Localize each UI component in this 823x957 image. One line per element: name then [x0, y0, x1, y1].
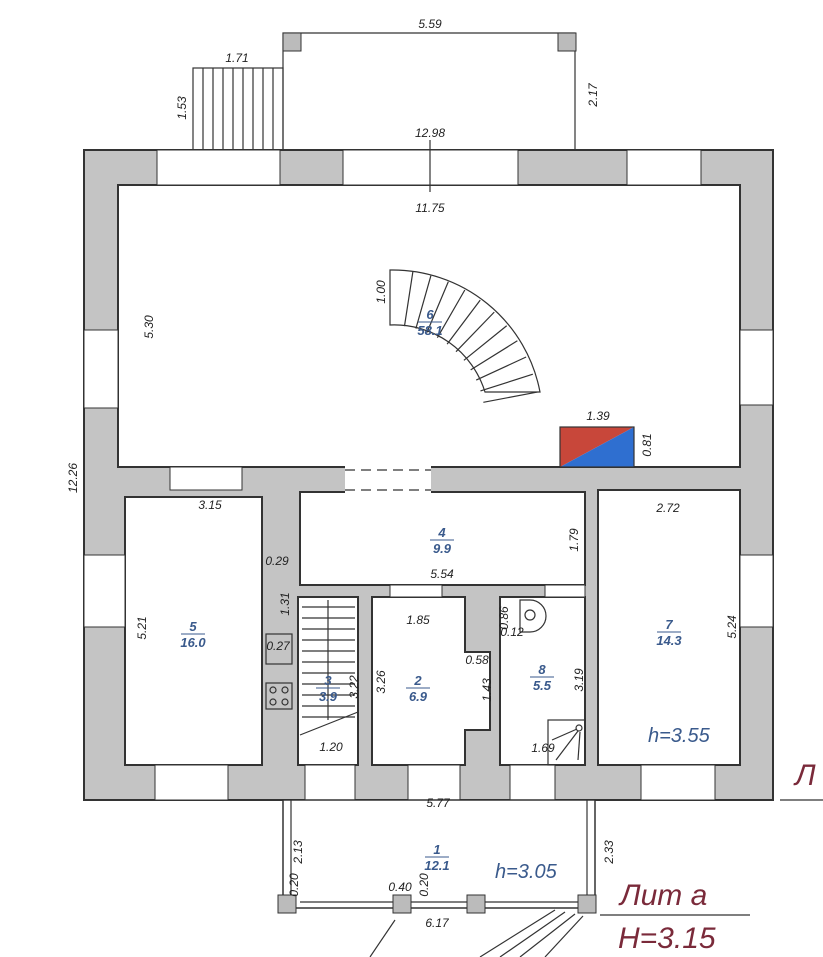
dim-020b: 0.20: [417, 873, 431, 897]
dim-terrace-width: 5.59: [418, 17, 442, 31]
room-number: 3: [324, 673, 332, 688]
dim-terrace-depth: 2.17: [586, 82, 600, 108]
toilet-icon: [519, 599, 547, 633]
room-number: 5: [189, 619, 197, 634]
dim-room2-height: 3.26: [374, 670, 388, 694]
room-label-8: 85.5: [530, 662, 554, 693]
dim-main-height: 5.30: [142, 315, 156, 339]
room-5: [124, 496, 263, 766]
dim-012: 0.12: [500, 625, 524, 639]
room-area: 5.5: [533, 678, 552, 693]
dim-room4-width: 5.54: [430, 567, 454, 581]
dim-fireplace-depth: 0.81: [640, 433, 654, 456]
room-labels: 658.1 49.9 516.0 714.3 33.9 26.9 85.5 112.1: [180, 307, 682, 873]
room-area: 3.9: [319, 689, 338, 704]
dim-room5-height: 5.21: [135, 616, 149, 639]
room-label-3: 33.9: [316, 673, 340, 704]
dimension-labels: 12.98 11.75 5.30 1.00 12.26 1.39 0.81 3.…: [66, 126, 739, 930]
room-7: [597, 489, 741, 766]
dim-058: 0.58: [465, 653, 489, 667]
room-area: 14.3: [656, 633, 682, 648]
dim-room7-width: 2.72: [655, 501, 680, 515]
dim-room8-width: 1.69: [531, 741, 555, 755]
litera-porch-title: Лит а: [618, 879, 707, 912]
room-area: 16.0: [180, 635, 206, 650]
litera-main: Л: [793, 759, 816, 792]
dim-020a: 0.20: [287, 873, 301, 897]
dim-room7-height: 5.24: [725, 615, 739, 639]
dim-fireplace-width: 1.39: [586, 409, 610, 423]
dim-inner-width: 11.75: [415, 201, 444, 215]
room-8: [499, 596, 586, 766]
shower-icon: [547, 719, 586, 766]
dim-steps-depth: 1.53: [175, 96, 189, 120]
room-area: 58.1: [417, 323, 442, 338]
sink-icon: [265, 633, 293, 665]
dim-086: 0.86: [497, 606, 511, 630]
dim-room8-height: 3.19: [572, 668, 586, 692]
room-number: 1: [433, 842, 440, 857]
height-porch: h=3.05: [495, 861, 558, 883]
entrance-steps: 1.71 1.53: [175, 51, 284, 151]
dim-room3-width: 1.20: [319, 740, 343, 754]
straight-staircase: [299, 600, 359, 736]
dim-143: 1.43: [480, 678, 494, 702]
dim-room4-height: 1.79: [567, 528, 581, 552]
dim-bottom-width: 5.77: [426, 796, 451, 810]
dim-total-depth: 12.26: [66, 463, 80, 493]
room-4: [299, 491, 586, 586]
dim-029: 0.29: [265, 554, 289, 568]
height-main: h=3.55: [648, 725, 711, 747]
room-number: 4: [437, 525, 446, 540]
porch: [277, 799, 597, 957]
room-label-5: 516.0: [180, 619, 206, 650]
room-label-4: 49.9: [430, 525, 454, 556]
dim-stair-width: 1.00: [374, 280, 388, 304]
dim-room3-len: 3.22: [347, 675, 361, 699]
dim-040: 0.40: [388, 880, 412, 894]
room-area: 9.9: [433, 541, 452, 556]
room-number: 8: [538, 662, 546, 677]
dim-porch-left: 2.13: [291, 840, 305, 865]
room-label-1: 112.1: [424, 842, 449, 873]
dim-steps-width: 1.71: [225, 51, 248, 65]
dim-room5-width: 3.15: [198, 498, 222, 512]
dim-outer-width: 12.98: [415, 126, 445, 140]
room-label-2: 26.9: [406, 673, 430, 704]
room-2: [371, 596, 491, 766]
room-area: 12.1: [424, 858, 449, 873]
room-area: 6.9: [409, 689, 428, 704]
fireplace: [559, 426, 635, 468]
stove-icon: [265, 682, 293, 710]
room-number: 2: [413, 673, 422, 688]
room-label-7: 714.3: [656, 617, 682, 648]
dim-131: 1.31: [278, 592, 292, 615]
windows: [83, 140, 774, 801]
dim-027: 0.27: [266, 639, 291, 653]
spiral-staircase: [389, 269, 541, 403]
room-number: 6: [426, 307, 434, 322]
dim-porch-width: 6.17: [425, 916, 450, 930]
dim-room2-width: 1.85: [406, 613, 430, 627]
room-label-6: 658.1: [417, 307, 442, 338]
dim-porch-right: 2.33: [602, 840, 616, 865]
litera-porch-height: H=3.15: [618, 922, 716, 955]
room-number: 7: [665, 617, 673, 632]
terrace: 5.59 2.17: [282, 17, 600, 150]
